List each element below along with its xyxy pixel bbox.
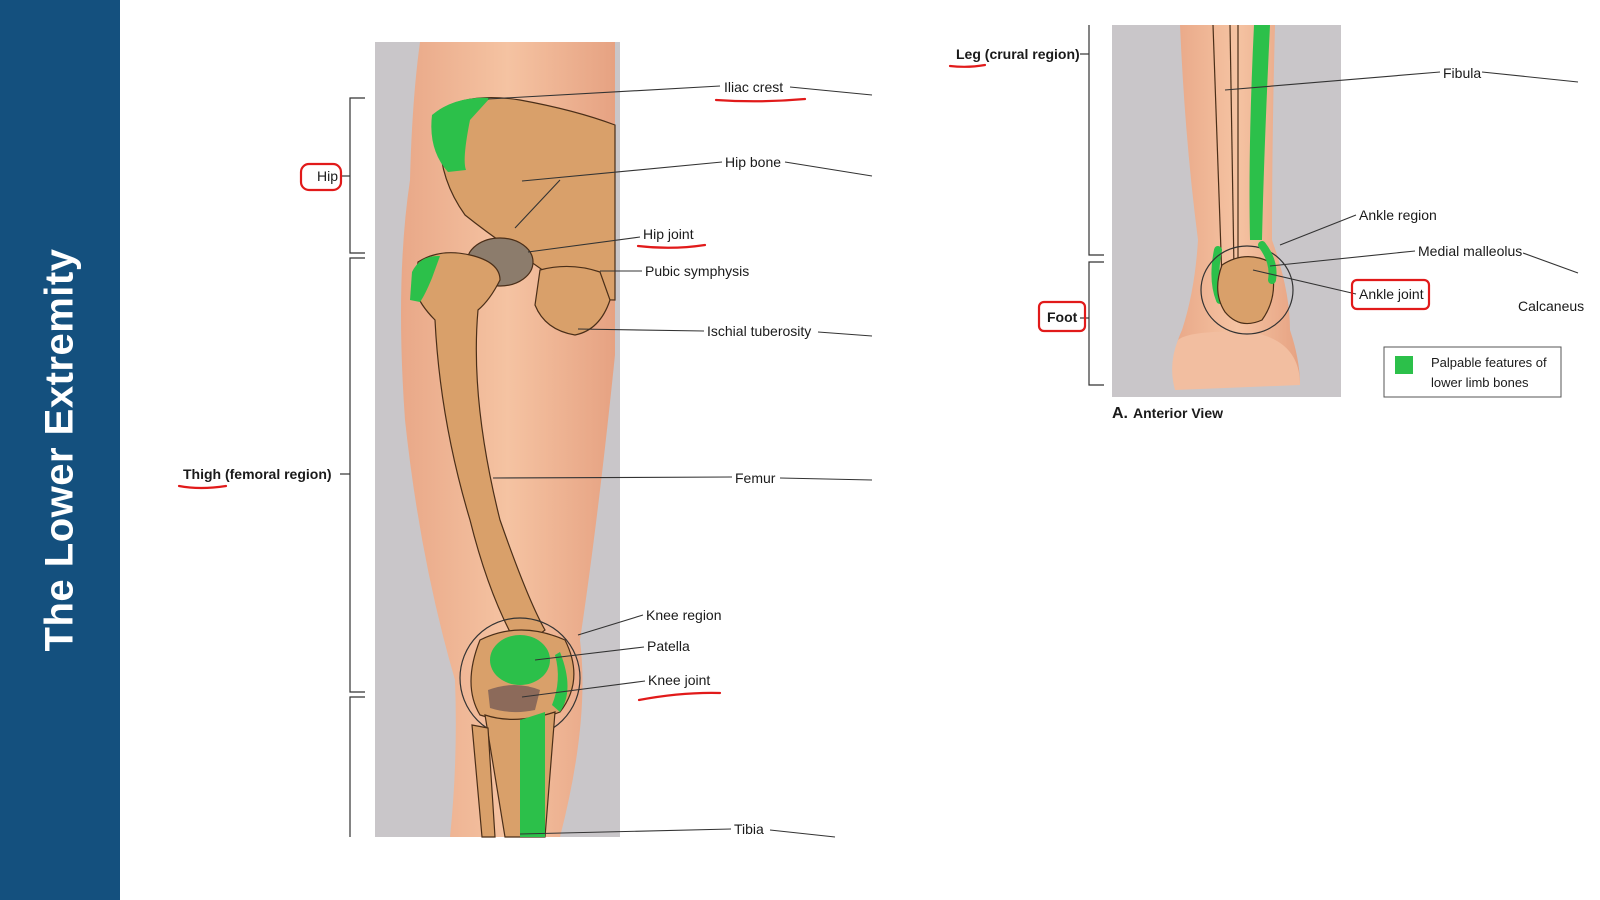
tibia-shaft-palpable [1249, 25, 1270, 240]
label-iliac-crest: Iliac crest [724, 79, 783, 95]
femur-bone [414, 252, 546, 651]
leg-foot-photo [1112, 24, 1341, 397]
ankle-joint-box-annotation [1350, 278, 1431, 311]
label-pubic-symphysis: Pubic symphysis [645, 263, 749, 279]
legend: Palpable features of lower limb bones [1383, 346, 1562, 398]
knee-joint-space [488, 685, 540, 713]
left-labels: Iliac crest Hip bone Hip joint Pubic sym… [487, 79, 873, 838]
ankle-bones [1217, 256, 1275, 325]
leg-bracket-lower [349, 696, 365, 837]
label-femur: Femur [735, 470, 776, 486]
region-thigh-label: Thigh (femoral region) [183, 466, 332, 482]
greater-trochanter-palpable [410, 255, 440, 302]
label-medial-malleolus: Medial malleolus [1418, 243, 1522, 259]
legend-text-line1: Palpable features of [1431, 355, 1547, 370]
region-hip-label: Hip [317, 168, 338, 184]
tibia-palpable [520, 712, 545, 837]
label-ankle-region: Ankle region [1359, 207, 1437, 223]
legend-text-line2: lower limb bones [1431, 375, 1529, 390]
label-hip-joint: Hip joint [643, 226, 694, 242]
iliac-crest-palpable [431, 97, 490, 172]
right-labels: Fibula Ankle region Medial malleolus Ank… [1224, 65, 1584, 314]
ankle-region-circle [1200, 245, 1294, 335]
region-brackets-left [340, 97, 365, 837]
hip-bracket [349, 97, 365, 254]
iliac-crest-underline [714, 97, 807, 103]
thigh-bracket [349, 257, 365, 693]
leg-underline-annotation [948, 63, 987, 68]
view-letter: A. [1112, 405, 1128, 422]
label-calcaneus: Calcaneus [1518, 298, 1584, 314]
ischium-bone [534, 265, 611, 336]
label-tibia: Tibia [734, 821, 764, 837]
label-patella: Patella [647, 638, 690, 654]
view-caption: Anterior View [1133, 405, 1223, 421]
label-knee-region: Knee region [646, 607, 722, 623]
foot-box-annotation [1037, 300, 1087, 333]
hip-thigh-photo [375, 42, 620, 838]
tibial-condyle-palpable [552, 652, 568, 712]
hip-circle-annotation [299, 162, 343, 192]
sidebar-banner: The Lower Extremity [0, 0, 120, 900]
legend-box [1383, 346, 1562, 398]
region-foot-label: Foot [1047, 309, 1078, 325]
label-ankle-joint: Ankle joint [1359, 286, 1424, 302]
region-leg-label: Leg (crural region) [956, 46, 1080, 62]
label-knee-joint: Knee joint [648, 672, 710, 688]
foot-bracket [1088, 261, 1104, 386]
region-brackets-right [1080, 25, 1104, 386]
label-fibula: Fibula [1443, 65, 1481, 81]
label-ischial-tuberosity: Ischial tuberosity [707, 323, 811, 339]
knee-joint-underline [637, 691, 722, 702]
patella-palpable [490, 635, 550, 685]
fibula-bone-left [471, 724, 496, 838]
label-hip-bone: Hip bone [725, 154, 781, 170]
thigh-underline-annotation [177, 484, 228, 490]
legend-swatch-green [1395, 356, 1413, 374]
foot-skin [1172, 331, 1300, 390]
leg-bracket [1088, 25, 1104, 256]
hip-joint-underline [636, 243, 707, 249]
medial-malleolus-palpable [1258, 241, 1277, 284]
